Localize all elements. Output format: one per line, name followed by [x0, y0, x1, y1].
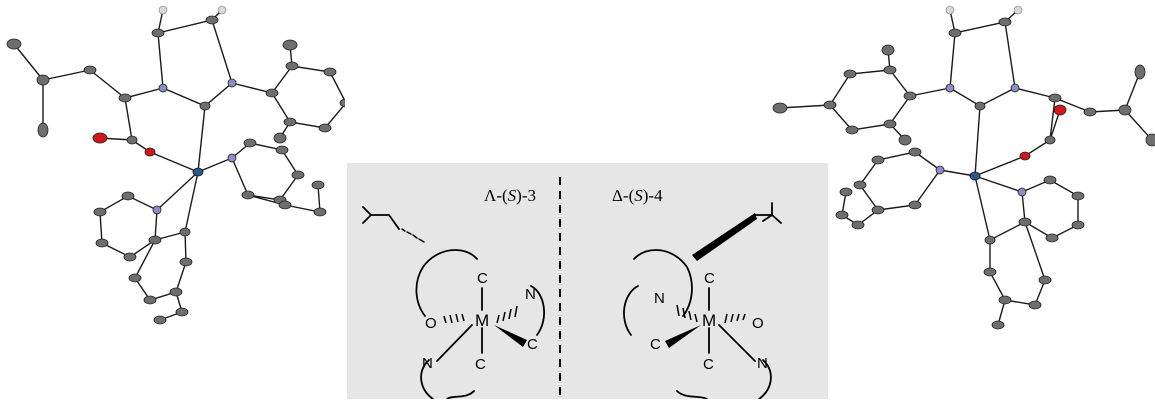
atom-o-left: O [425, 315, 437, 332]
lambda-crystal-structure [6, 5, 345, 325]
scheme-drawing: C O N M N C C [362, 177, 782, 400]
atom-m-left: M [475, 311, 489, 330]
delta-crystal-structure [772, 5, 1155, 330]
atom-m-right: M [702, 311, 716, 330]
atom-c-top-left: C [477, 270, 488, 287]
atom-n-bottom-left: N [422, 355, 433, 372]
delta-isomer-label: Δ-(S)-4 [612, 186, 663, 205]
stereochemistry-scheme-panel: C O N M N C C [347, 163, 828, 400]
atom-o-right: O [752, 315, 764, 332]
atom-n-left-right: N [654, 290, 665, 307]
atom-c-right-left: C [527, 336, 538, 353]
atom-c-bottom-right: C [703, 356, 714, 373]
atom-c-left-right: C [650, 336, 661, 353]
atom-c-top-right: C [704, 270, 715, 287]
lambda-isomer-label: Λ-(S)-3 [484, 186, 536, 205]
atom-n-bottom-right: N [757, 355, 768, 372]
atom-c-bottom-left: C [475, 356, 486, 373]
atom-n-right-left: N [525, 286, 536, 303]
